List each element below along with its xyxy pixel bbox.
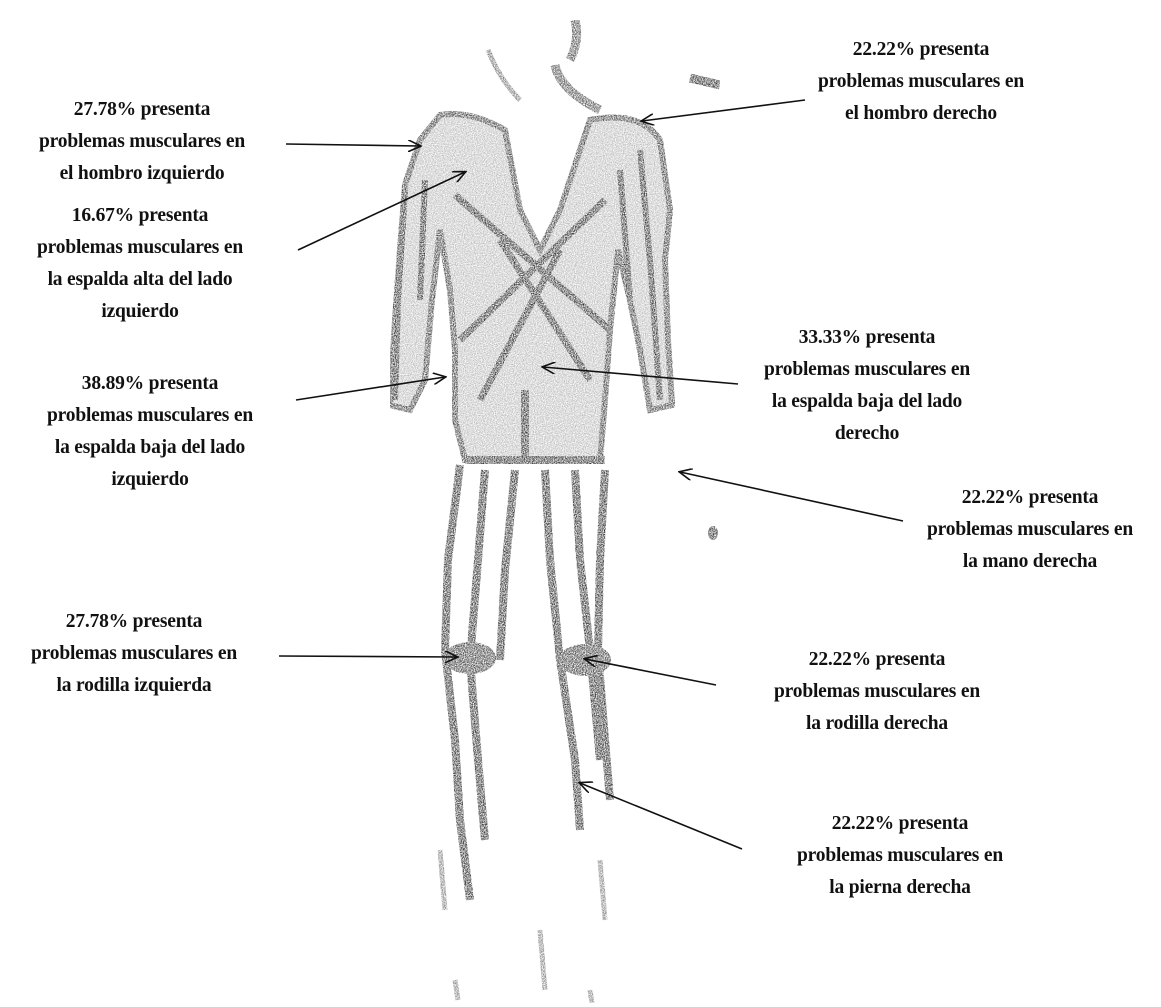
label-line: problemas musculares en <box>774 676 980 708</box>
label-mano-derecha: 22.22% presenta problemas musculares en … <box>927 482 1133 578</box>
label-line: 22.22% presenta <box>774 644 980 676</box>
label-line: la espalda baja del lado <box>47 432 253 464</box>
label-line: derecho <box>764 418 970 450</box>
label-espalda-alta-izquierda: 16.67% presenta problemas musculares en … <box>37 200 243 328</box>
label-rodilla-izquierda: 27.78% presenta problemas musculares en … <box>31 606 237 702</box>
label-line: problemas musculares en <box>797 840 1003 872</box>
label-hombro-derecho: 22.22% presenta problemas musculares en … <box>818 34 1024 130</box>
arrow-rodilla-derecha <box>585 659 716 685</box>
label-line: problemas musculares en <box>37 232 243 264</box>
label-line: problemas musculares en <box>818 66 1024 98</box>
arrow-rodilla-izquierda <box>279 656 457 657</box>
label-line: la rodilla izquierda <box>31 670 237 702</box>
arrow-mano-derecha <box>680 472 903 521</box>
arrow-pierna-derecha <box>580 783 742 849</box>
label-line: la rodilla derecha <box>774 708 980 740</box>
label-line: problemas musculares en <box>764 354 970 386</box>
label-line: la pierna derecha <box>797 872 1003 904</box>
label-espalda-baja-derecha: 33.33% presenta problemas musculares en … <box>764 322 970 450</box>
label-line: 22.22% presenta <box>927 482 1133 514</box>
label-line: problemas musculares en <box>39 126 245 158</box>
label-line: el hombro derecho <box>818 98 1024 130</box>
label-line: 16.67% presenta <box>37 200 243 232</box>
label-line: la espalda baja del lado <box>764 386 970 418</box>
label-line: el hombro izquierdo <box>39 158 245 190</box>
arrow-hombro-izquierdo <box>286 144 420 146</box>
label-line: la mano derecha <box>927 546 1133 578</box>
arrow-espalda-baja-derecha <box>543 367 738 384</box>
label-hombro-izquierdo: 27.78% presenta problemas musculares en … <box>39 94 245 190</box>
label-line: 27.78% presenta <box>39 94 245 126</box>
label-line: 22.22% presenta <box>797 808 1003 840</box>
label-rodilla-derecha: 22.22% presenta problemas musculares en … <box>774 644 980 740</box>
label-espalda-baja-izquierda: 38.89% presenta problemas musculares en … <box>47 368 253 496</box>
label-pierna-derecha: 22.22% presenta problemas musculares en … <box>797 808 1003 904</box>
arrow-espalda-baja-izquierda <box>296 377 445 400</box>
label-line: izquierdo <box>47 464 253 496</box>
arrow-hombro-derecho <box>642 100 805 121</box>
label-line: la espalda alta del lado <box>37 264 243 296</box>
label-line: problemas musculares en <box>47 400 253 432</box>
label-line: problemas musculares en <box>31 638 237 670</box>
arrow-espalda-alta-izquierda <box>298 172 465 250</box>
label-line: 38.89% presenta <box>47 368 253 400</box>
label-line: 33.33% presenta <box>764 322 970 354</box>
label-line: 22.22% presenta <box>818 34 1024 66</box>
label-line: 27.78% presenta <box>31 606 237 638</box>
label-line: izquierdo <box>37 296 243 328</box>
label-line: problemas musculares en <box>927 514 1133 546</box>
